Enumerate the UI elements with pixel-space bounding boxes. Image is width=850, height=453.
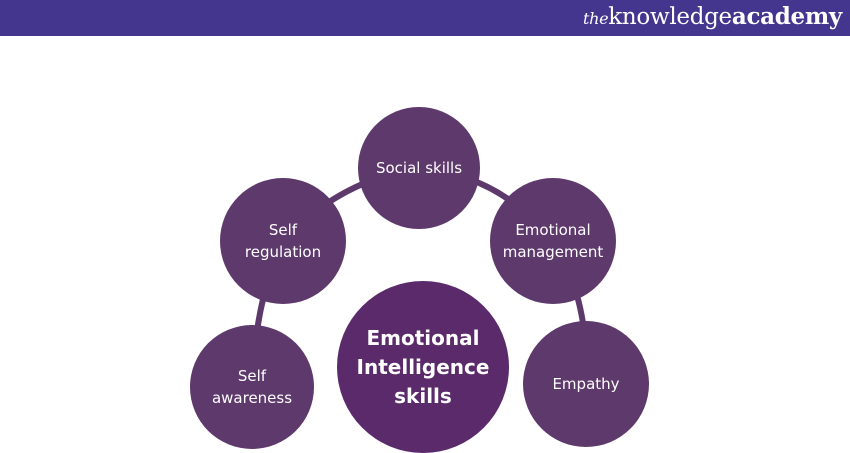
- node-emotional-management: Emotional management: [490, 178, 616, 304]
- header-bar: theknowledgeacademy: [0, 0, 850, 36]
- node-empathy: Empathy: [523, 321, 649, 447]
- brand-logo: theknowledgeacademy: [582, 3, 842, 30]
- node-self-awareness: Self awareness: [190, 325, 314, 449]
- center-node-emotional-intelligence: Emotional Intelligence skills: [337, 281, 509, 453]
- node-social-skills: Social skills: [358, 107, 480, 229]
- node-self-regulation: Self regulation: [220, 178, 346, 304]
